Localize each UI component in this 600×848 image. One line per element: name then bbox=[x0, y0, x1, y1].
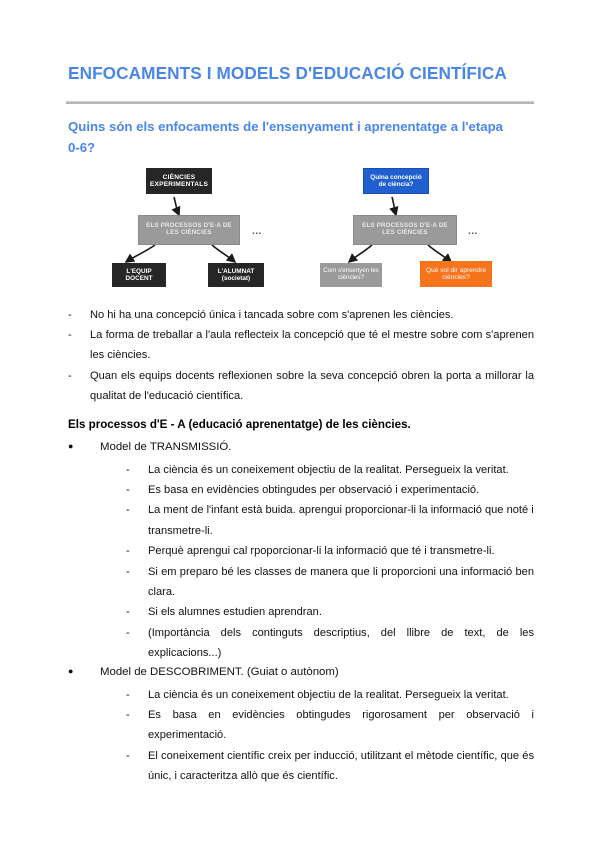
section-heading: Els processos d'E - A (educació aprenent… bbox=[68, 418, 411, 431]
diagram-left-bottom-left-node-label: L'EQUIP DOCENT bbox=[125, 267, 153, 282]
list-item: - La ciència és un coneixement objectiu … bbox=[126, 685, 534, 705]
dash-marker: - bbox=[68, 369, 72, 382]
list-item: - La ciència és un coneixement objectiu … bbox=[126, 460, 534, 480]
list-item-text: No hi ha una concepció única i tancada s… bbox=[90, 309, 454, 321]
dash-marker: - bbox=[126, 463, 130, 476]
diagram-left-top-node: CIÈNCIES EXPERIMENTALS bbox=[146, 168, 212, 194]
diagram-left-top-node-label: CIÈNCIES EXPERIMENTALS bbox=[149, 173, 209, 188]
diagram-left-center-node: ELS PROCESSOS D'E-A DE LES CIÈNCIES bbox=[138, 215, 240, 245]
list-item: - La forma de treballar a l'aula reflect… bbox=[68, 325, 534, 365]
diagram-right-top-node-label: Quina concepció de ciència? bbox=[370, 173, 422, 188]
list-item-text: La forma de treballar a l'aula reflectei… bbox=[90, 329, 534, 362]
list-item: - Si els alumnes estudien aprendran. bbox=[126, 602, 534, 622]
dash-marker: - bbox=[126, 708, 130, 721]
dash-marker: - bbox=[126, 483, 130, 496]
list-item-text: La ciència és un coneixement objectiu de… bbox=[148, 688, 509, 701]
dash-marker: - bbox=[126, 749, 130, 762]
bullet-marker: ● bbox=[68, 441, 74, 451]
page-title: ENFOCAMENTS I MODELS D'EDUCACIÓ CIENTÍFI… bbox=[68, 63, 507, 83]
list-item-text: Perquè aprengui cal rpoporcionar-li la i… bbox=[148, 545, 495, 558]
model-title-row: ● Model de TRANSMISSIÓ. bbox=[68, 437, 534, 458]
section-subtitle: Quins són els enfocaments de l'ensenyame… bbox=[68, 119, 504, 156]
list-item-text: Si els alumnes estudien aprendran. bbox=[148, 606, 322, 619]
diagram-right-center-node-label: ELS PROCESSOS D'E-A DE LES CIÈNCIES bbox=[362, 222, 448, 236]
list-item: - Quan els equips docents reflexionen so… bbox=[68, 366, 534, 406]
diagram-left-ellipsis: ... bbox=[252, 226, 262, 237]
list-item-text: El coneixement científic creix per induc… bbox=[148, 749, 534, 783]
title-divider bbox=[66, 101, 534, 104]
dash-marker: - bbox=[126, 606, 130, 619]
model-block-transmissio: ● Model de TRANSMISSIÓ. - La ciència és … bbox=[68, 437, 534, 664]
diagram-right-ellipsis: ... bbox=[468, 226, 478, 237]
list-item: - No hi ha una concepció única i tancada… bbox=[68, 305, 534, 325]
dash-marker: - bbox=[126, 504, 130, 517]
diagram-connectors bbox=[124, 196, 453, 264]
list-item-text: Si em preparo bé les classes de manera q… bbox=[148, 565, 534, 598]
diagram-right-bottom-right-node-label: Què vol dir aprendre ciències? bbox=[425, 266, 487, 281]
list-item: - Perquè aprengui cal rpoporcionar-li la… bbox=[126, 541, 534, 561]
diagram-left-center-node-label: ELS PROCESSOS D'E-A DE LES CIÈNCIES bbox=[146, 222, 232, 236]
bullet-marker: ● bbox=[68, 666, 74, 676]
list-item: - El coneixement científic creix per ind… bbox=[126, 746, 534, 787]
list-item-text: La ment de l'infant està buida. aprengui… bbox=[148, 504, 534, 537]
diagram-right-center-node: ELS PROCESSOS D'E-A DE LES CIÈNCIES bbox=[353, 215, 457, 245]
list-item: - Es basa en evidències obtingudes per o… bbox=[126, 480, 534, 500]
intro-points-list: - No hi ha una concepció única i tancada… bbox=[68, 305, 534, 406]
model-block-descobriment: ● Model de DESCOBRIMENT. (Guiat o autòno… bbox=[68, 662, 534, 787]
concept-diagrams: CIÈNCIES EXPERIMENTALS ELS PROCESSOS D'E… bbox=[0, 160, 600, 300]
list-item-text: (Importància dels continguts descriptius… bbox=[148, 626, 534, 660]
list-item: - La ment de l'infant està buida. apreng… bbox=[126, 500, 534, 541]
dash-marker: - bbox=[126, 565, 130, 578]
list-item: - Es basa en evidències obtingudes rigor… bbox=[126, 705, 534, 746]
list-item-text: Es basa en evidències obtingudes per obs… bbox=[148, 483, 480, 496]
diagram-right-bottom-left-node-label: Com s'ensenyen les ciències? bbox=[323, 267, 379, 281]
diagram-left-bottom-left-node: L'EQUIP DOCENT bbox=[112, 263, 166, 287]
dash-marker: - bbox=[126, 545, 130, 558]
list-item: - Si em preparo bé les classes de manera… bbox=[126, 562, 534, 603]
list-item-text: Quan els equips docents reflexionen sobr… bbox=[90, 369, 534, 402]
diagram-right-bottom-left-node: Com s'ensenyen les ciències? bbox=[320, 263, 382, 287]
list-item: - (Importància dels continguts descripti… bbox=[126, 623, 534, 664]
dash-marker: - bbox=[126, 626, 130, 639]
dash-marker: - bbox=[126, 688, 130, 701]
diagram-left-bottom-right-node: L'ALUMNAT (societat) bbox=[208, 263, 264, 287]
model-title-row: ● Model de DESCOBRIMENT. (Guiat o autòno… bbox=[68, 662, 534, 683]
diagram-left-bottom-right-node-label: L'ALUMNAT (societat) bbox=[217, 267, 255, 282]
model-title: Model de DESCOBRIMENT. (Guiat o autònom) bbox=[100, 666, 339, 678]
dash-marker: - bbox=[68, 309, 72, 321]
model-title: Model de TRANSMISSIÓ. bbox=[100, 441, 232, 453]
list-item-text: Es basa en evidències obtingudes rigoros… bbox=[148, 708, 534, 742]
list-item-text: La ciència és un coneixement objectiu de… bbox=[148, 463, 509, 476]
dash-marker: - bbox=[68, 329, 72, 342]
diagram-right-bottom-right-node: Què vol dir aprendre ciències? bbox=[420, 261, 492, 287]
diagram-right-top-node: Quina concepció de ciència? bbox=[363, 168, 429, 194]
